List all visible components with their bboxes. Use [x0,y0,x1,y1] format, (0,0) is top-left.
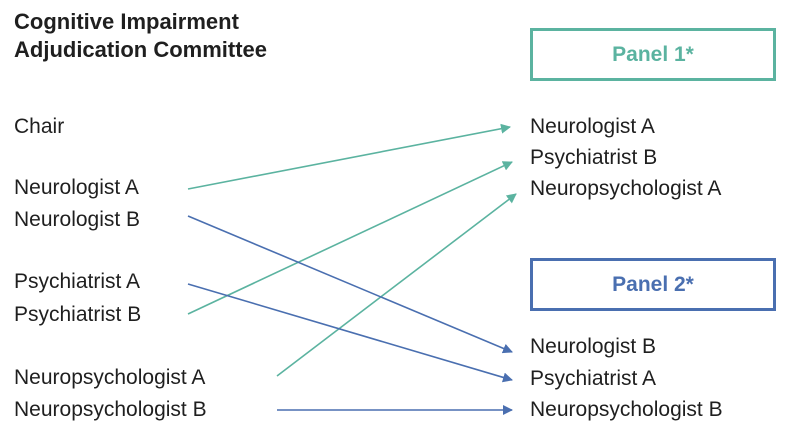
arrow-psychiatrist-b-to-panel-1 [187,161,513,315]
title-line-2: Adjudication Committee [14,37,268,62]
panel-2-label: Panel 2* [612,272,694,296]
panel-2-member-neurologist-b: Neurologist B [530,335,657,358]
diagram-title: Cognitive Impairment Adjudication Commit… [14,8,267,64]
panel-1-label: Panel 1* [612,42,694,66]
arrow-neuropsychologist-a-to-panel-1 [276,193,517,377]
panel-1-member-psychiatrist-b: Psychiatrist B [530,146,658,169]
panel-1-member-neuropsychologist-a: Neuropsychologist A [530,177,722,200]
panel-2-member-psychiatrist-a: Psychiatrist A [530,367,657,390]
panel-1-member-neurologist-a: Neurologist A [530,115,655,138]
panel-2-member-neuropsychologist-b: Neuropsychologist B [530,398,723,421]
panel-2-box: Panel 2* [530,258,776,311]
panel-1-box: Panel 1* [530,28,776,81]
committee-neurologist-b: Neurologist B [14,208,141,231]
title-line-1: Cognitive Impairment [14,9,239,34]
arrow-neurologist-b-to-panel-2 [187,215,513,354]
committee-neuropsychologist-a: Neuropsychologist A [14,366,206,389]
arrow-psychiatrist-a-to-panel-2 [187,283,513,383]
arrow-neurologist-a-to-panel-1 [187,123,511,190]
committee-psychiatrist-a: Psychiatrist A [14,270,141,293]
committee-neuropsychologist-b: Neuropsychologist B [14,398,207,421]
committee-chair: Chair [14,115,65,138]
committee-neurologist-a: Neurologist A [14,176,139,199]
committee-psychiatrist-b: Psychiatrist B [14,303,142,326]
